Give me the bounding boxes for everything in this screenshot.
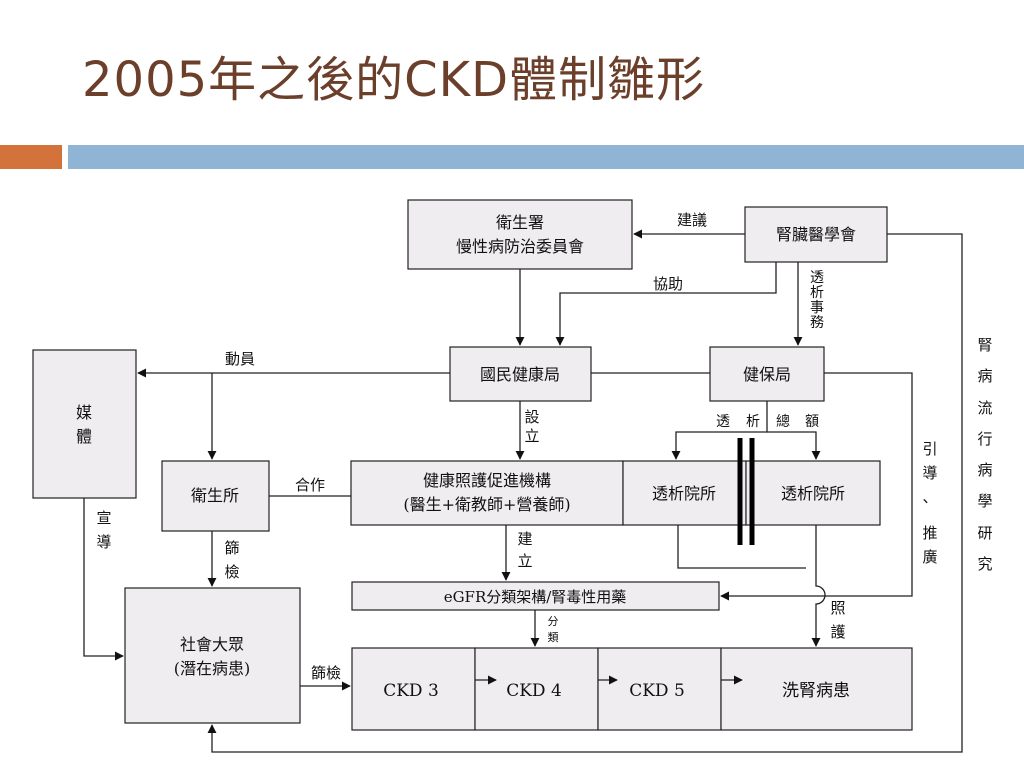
edge-dialysis-budget-2 (767, 431, 821, 460)
svg-text:分: 分 (548, 615, 559, 628)
svg-text:、: 、 (922, 488, 937, 506)
node-health-promotion-administration: 國民健康局 (449, 346, 592, 402)
svg-text:立: 立 (517, 552, 532, 570)
node-ckd4: CKD 4 (506, 681, 562, 701)
svg-text:衛生所: 衛生所 (191, 486, 239, 505)
svg-text:衛生署: 衛生署 (496, 213, 544, 232)
svg-text:額: 額 (805, 414, 819, 430)
svg-text:設: 設 (524, 408, 539, 426)
edge-assist-label: 協助 (653, 275, 683, 293)
node-health-station: 衛生所 (161, 460, 270, 532)
svg-text:(潛在病患): (潛在病患) (174, 659, 251, 678)
svg-text:宣: 宣 (96, 509, 111, 527)
node-dialysis-clinic-1: 透析院所 (622, 460, 747, 526)
svg-text:廣: 廣 (922, 548, 937, 566)
svg-text:推: 推 (922, 524, 937, 542)
edge-dialysis-budget (671, 401, 768, 460)
edge-clinic-1-down (677, 525, 806, 569)
title-accent-bar-orange (0, 145, 62, 169)
edge-assist (555, 262, 777, 346)
svg-text:流: 流 (977, 399, 992, 417)
edge-cooperate-label: 合作 (295, 476, 325, 494)
svg-text:體: 體 (76, 427, 92, 446)
svg-text:病: 病 (977, 367, 992, 385)
node-egfr-classification: eGFR分類架構/腎毒性用藥 (351, 581, 720, 611)
svg-text:eGFR分類架構/腎毒性用藥: eGFR分類架構/腎毒性用藥 (444, 588, 627, 606)
svg-text:透: 透 (810, 270, 824, 286)
edge-guide-promote (720, 372, 913, 601)
svg-text:導: 導 (922, 464, 937, 482)
edge-screening-station-label: 篩 檢 (224, 539, 239, 581)
svg-text:類: 類 (548, 631, 559, 644)
svg-text:研: 研 (977, 524, 992, 542)
edge-establish-egfr-label: 建 立 (517, 530, 532, 570)
svg-text:慢性病防治委員會: 慢性病防治委員會 (456, 237, 584, 256)
svg-text:健保局: 健保局 (743, 365, 791, 384)
edge-establish-label: 設 立 (524, 408, 539, 445)
node-doh-committee: 衛生署 慢性病防治委員會 (407, 199, 633, 270)
edge-epidemiology-label: 腎 病 流 行 病 學 研 究 (977, 336, 992, 573)
svg-text:媒: 媒 (76, 403, 92, 422)
svg-text:篩: 篩 (224, 539, 239, 557)
svg-text:透析院所: 透析院所 (652, 484, 716, 503)
edge-care (811, 525, 826, 647)
node-dialysis-clinic-2: 透析院所 (745, 460, 881, 526)
slide-title: 2005年之後的CKD體制雛形 (82, 52, 706, 108)
svg-text:照: 照 (830, 599, 845, 617)
svg-text:(醫生+衛教師+營養師): (醫生+衛教師+營養師) (403, 495, 570, 514)
edge-screening-public-label: 篩檢 (311, 664, 341, 682)
node-general-public: 社會大眾 (潛在病患) (124, 587, 301, 724)
edge-promote-label: 宣 導 (96, 509, 111, 551)
svg-text:學: 學 (977, 492, 992, 510)
node-ckd5: CKD 5 (629, 681, 685, 701)
svg-text:社會大眾: 社會大眾 (180, 635, 244, 654)
edge-epidemiology (207, 233, 963, 753)
node-dialysis-patients: 洗腎病患 (782, 681, 850, 701)
svg-text:事: 事 (810, 300, 824, 316)
svg-text:行: 行 (977, 430, 992, 448)
svg-text:析: 析 (810, 285, 824, 301)
node-health-promotion-institution: 健康照護促進機構 (醫生+衛教師+營養師) (350, 460, 624, 526)
svg-text:總: 總 (776, 413, 790, 430)
svg-text:腎臟醫學會: 腎臟醫學會 (776, 225, 856, 244)
svg-text:檢: 檢 (224, 563, 239, 581)
svg-text:護: 護 (830, 623, 845, 641)
svg-text:立: 立 (524, 427, 539, 445)
node-media: 媒 體 (32, 349, 137, 499)
svg-text:引: 引 (922, 440, 937, 458)
svg-text:析: 析 (746, 414, 760, 430)
node-national-health-insurance: 健保局 (709, 346, 825, 402)
node-ckd-stages (351, 647, 913, 731)
svg-text:究: 究 (977, 555, 992, 573)
svg-text:國民健康局: 國民健康局 (480, 365, 560, 384)
svg-text:務: 務 (810, 315, 824, 331)
node-nephrology-society: 腎臟醫學會 (744, 206, 888, 263)
node-ckd3: CKD 3 (383, 681, 439, 701)
edge-promote (83, 498, 124, 661)
edge-advise-label: 建議 (677, 211, 707, 229)
edge-dialysis-budget-label: 透 析 總 額 (716, 413, 819, 430)
svg-text:透析院所: 透析院所 (781, 484, 845, 503)
edge-dialysis-affairs-label: 透 析 事 務 (810, 270, 824, 331)
svg-text:病: 病 (977, 461, 992, 479)
edge-guide-promote-label: 引 導 、 推 廣 (922, 440, 937, 566)
svg-text:透: 透 (716, 414, 730, 430)
svg-text:健康照護促進機構: 健康照護促進機構 (423, 471, 551, 490)
svg-text:腎: 腎 (977, 336, 992, 354)
svg-text:建: 建 (517, 530, 532, 548)
svg-text:導: 導 (96, 533, 111, 551)
edge-mobilize-label: 動員 (225, 350, 255, 368)
title-accent-bar-blue (68, 145, 1024, 169)
edge-care-label: 照 護 (830, 599, 845, 641)
edge-classify-label: 分 類 (548, 615, 559, 644)
